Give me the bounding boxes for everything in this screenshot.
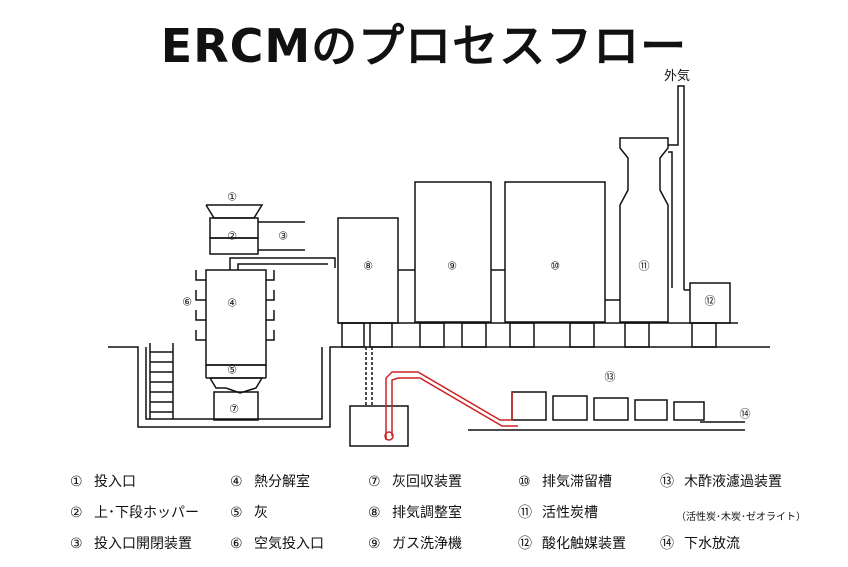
marker-7: ⑦ [229,403,239,416]
marker-8: ⑧ [363,260,373,273]
air-inlets [195,270,275,341]
gas-washer [414,181,492,323]
marker-13: ⑬ [605,371,616,384]
stack-pipe [668,85,685,290]
marker-14: ⑭ [740,408,751,421]
marker-5: ⑤ [227,364,237,377]
marker-2: ② [227,230,237,243]
ash-collector [213,391,259,421]
retention-tank [504,181,606,323]
input-port [205,204,264,219]
sump-tank [349,405,409,447]
legend-note: （活性炭･木炭･ゼオライト） [676,512,806,523]
marker-12: ⑫ [705,295,716,308]
carbon-tank [619,137,669,323]
marker-11: ⑪ [639,260,650,273]
marker-1: ① [227,191,237,204]
outside-air-label: 外気 [664,68,690,84]
page-title: ERCMのプロセスフロー [160,19,688,73]
pit-inner [145,347,323,420]
marker-3: ③ [278,230,288,243]
marker-9: ⑨ [447,260,457,273]
ash-hopper [209,377,264,394]
marker-10: ⑩ [550,260,560,273]
ground-line [108,346,770,428]
process-flow-diagram: ① ② ③ ④ ⑤ ⑥ ⑦ ⑧ ⑨ ⑩ ⑪ ⑫ ⑬ ⑭ 外気 [108,68,770,447]
pedestals [338,269,738,348]
ladder [149,343,174,419]
marker-4: ④ [227,297,237,310]
marker-6: ⑥ [182,296,192,309]
pyrolysis-chamber [205,269,267,366]
hopper-lower [209,237,259,255]
red-pipe [384,371,518,441]
